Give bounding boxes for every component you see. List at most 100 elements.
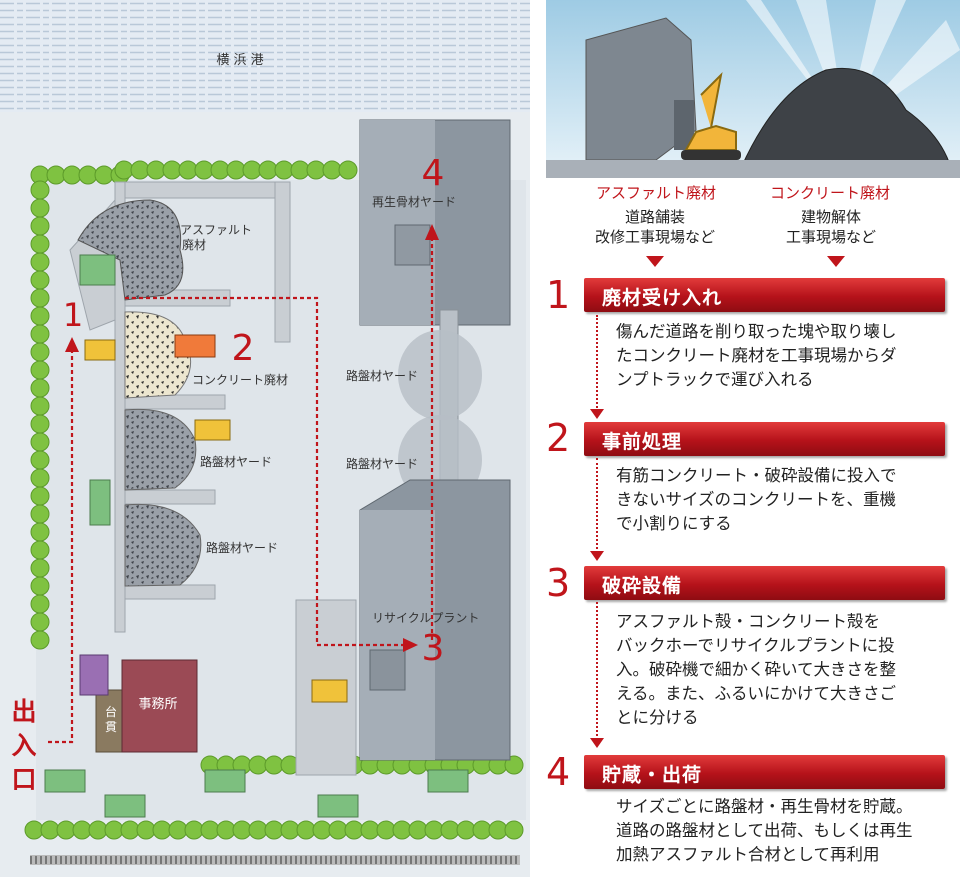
tree-icon bbox=[248, 755, 268, 775]
step-connector bbox=[596, 458, 598, 553]
flow-route bbox=[48, 228, 434, 744]
tree-icon bbox=[30, 450, 50, 470]
tree-icon bbox=[88, 820, 108, 840]
step-2-description: 有筋コンクリート・破砕設備に投入で きないサイズのコンクリートを、重機 で小割り… bbox=[616, 466, 897, 533]
tree-icon bbox=[30, 630, 50, 650]
tree-icon bbox=[264, 820, 284, 840]
roadbed-yard-right-label-1: 路盤材ヤード bbox=[346, 368, 418, 383]
tree-icon bbox=[200, 820, 220, 840]
demolition-illustration bbox=[546, 0, 960, 178]
step-3-title: 破砕設備 bbox=[602, 575, 683, 597]
tree-icon bbox=[472, 820, 492, 840]
roadbed-yard-label-2: 路盤材ヤード bbox=[206, 540, 278, 555]
tree-icon bbox=[152, 820, 172, 840]
tree-icon bbox=[248, 820, 268, 840]
tree-icon bbox=[30, 306, 50, 326]
tree-icon bbox=[62, 165, 82, 185]
tree-icon bbox=[30, 558, 50, 578]
step-4-number: 4 bbox=[546, 750, 571, 794]
tree-icon bbox=[392, 820, 412, 840]
tree-icon bbox=[338, 160, 358, 180]
entrance-label: 出入口 bbox=[11, 697, 36, 794]
tree-icon bbox=[408, 820, 428, 840]
tree-icon bbox=[30, 540, 50, 560]
tree-icon bbox=[30, 594, 50, 614]
tree-icon bbox=[328, 820, 348, 840]
asphalt-waste-heading: アスファルト廃材 bbox=[596, 184, 717, 202]
asphalt-waste-label: アスファルト廃材 bbox=[180, 223, 252, 252]
step-2-title: 事前処理 bbox=[602, 431, 683, 453]
arrow-down-icon bbox=[827, 256, 845, 267]
process-panel: アスファルト廃材 道路舗装 改修工事現場など コンクリート廃材 建物解体 工事現… bbox=[540, 0, 962, 877]
step-connector bbox=[596, 315, 598, 411]
concrete-waste-sub1: 建物解体 bbox=[800, 208, 861, 226]
tree-icon bbox=[94, 165, 114, 185]
tree-icon bbox=[30, 612, 50, 632]
tree-icon bbox=[46, 165, 66, 185]
tree-icon bbox=[30, 198, 50, 218]
facility-map: 横 浜 港 アスファルト廃材 コンクリート廃材 路盤材ヤード 路盤材ヤード 路盤… bbox=[0, 0, 530, 877]
office-building bbox=[121, 659, 198, 753]
tree-icon bbox=[56, 820, 76, 840]
arrow-down-icon bbox=[646, 256, 664, 267]
step-3-description: アスファルト殻・コンクリート殻を バックホーでリサイクルプラントに投 入。破砕機… bbox=[616, 612, 897, 727]
route-arrow-3 bbox=[403, 638, 418, 652]
step-4-title: 貯蔵・出荷 bbox=[602, 764, 703, 786]
tree-icon bbox=[30, 468, 50, 488]
tree-icon bbox=[440, 820, 460, 840]
tree-icon bbox=[30, 216, 50, 236]
map-number-1: 1 bbox=[63, 296, 83, 334]
tree-icon bbox=[136, 820, 156, 840]
tree-icon bbox=[30, 180, 50, 200]
tree-icon bbox=[194, 160, 214, 180]
tree-icon bbox=[168, 820, 188, 840]
tree-icon bbox=[162, 160, 182, 180]
step-2-number: 2 bbox=[546, 416, 571, 460]
arrow-down-icon bbox=[590, 738, 604, 748]
tree-icon bbox=[30, 342, 50, 362]
roadbed-yard-label-1: 路盤材ヤード bbox=[200, 454, 272, 469]
tree-icon bbox=[232, 820, 252, 840]
tree-icon bbox=[30, 324, 50, 344]
tree-icon bbox=[30, 414, 50, 434]
office-label: 事務所 bbox=[138, 697, 177, 712]
tree-icon bbox=[376, 820, 396, 840]
tree-icon bbox=[264, 755, 284, 775]
step-1-title: 廃材受け入れ bbox=[602, 287, 723, 309]
map-number-2: 2 bbox=[232, 328, 255, 369]
tree-icon bbox=[146, 160, 166, 180]
asphalt-waste-sub1: 道路舗装 bbox=[624, 208, 685, 226]
rubble-pile-icon bbox=[740, 67, 952, 169]
tree-icon bbox=[290, 160, 310, 180]
recycle-plant-building bbox=[359, 479, 511, 761]
tree-icon bbox=[30, 288, 50, 308]
yard-walls bbox=[69, 181, 357, 776]
tree-icon bbox=[344, 820, 364, 840]
tree-icon bbox=[130, 160, 150, 180]
tree-icon bbox=[78, 165, 98, 185]
tree-icon bbox=[504, 820, 524, 840]
route-arrow-1 bbox=[65, 337, 79, 352]
tree-icon bbox=[210, 160, 230, 180]
roadbed-pile-2 bbox=[124, 503, 202, 587]
tree-icon bbox=[114, 160, 134, 180]
asphalt-waste-sub2: 改修工事現場など bbox=[594, 228, 715, 246]
tree-icon bbox=[424, 820, 444, 840]
tree-icon bbox=[258, 160, 278, 180]
step-3-header: 破砕設備 bbox=[584, 566, 945, 600]
tree-icon bbox=[306, 160, 326, 180]
tree-icon bbox=[226, 160, 246, 180]
step-2-header: 事前処理 bbox=[584, 422, 945, 456]
tree-icon bbox=[178, 160, 198, 180]
backhoe-icon bbox=[174, 334, 216, 358]
recycle-plant-label: リサイクルプラント bbox=[372, 611, 479, 625]
tree-icon bbox=[72, 820, 92, 840]
tree-icon bbox=[24, 820, 44, 840]
concrete-waste-label: コンクリート廃材 bbox=[192, 372, 288, 387]
concrete-waste-sub2: 工事現場など bbox=[785, 228, 876, 246]
recycled-aggregate-yard-label: 再生骨材ヤード bbox=[372, 195, 456, 209]
tree-icon bbox=[216, 820, 236, 840]
tree-icon bbox=[280, 820, 300, 840]
tree-icon bbox=[30, 432, 50, 452]
tree-icon bbox=[296, 820, 316, 840]
